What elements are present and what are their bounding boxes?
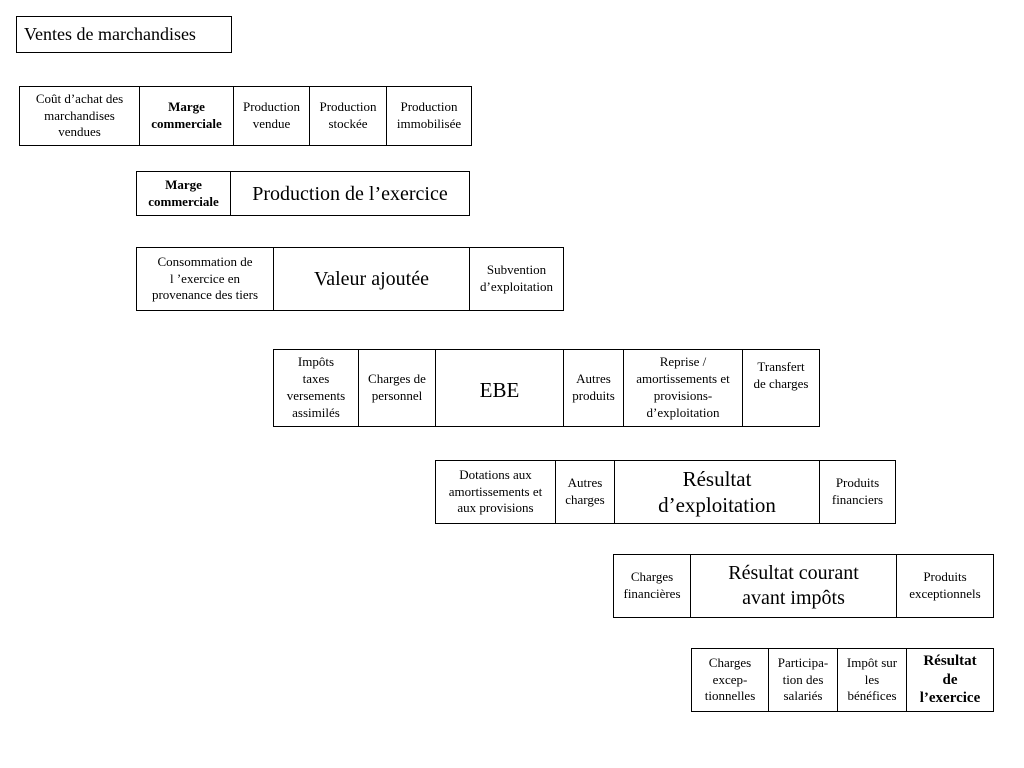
marge-line-1: Marge	[168, 99, 205, 115]
produits-exceptionnels-line-1: Produits	[923, 569, 967, 585]
prod-stockee-line-2: stockée	[328, 116, 368, 131]
impots-line-3: versements	[286, 388, 346, 403]
dotations-line-3: aux provisions	[457, 500, 534, 516]
cout-achat-line-2: marchandises	[44, 107, 115, 123]
prod-vendue-line-2: vendue	[252, 116, 291, 131]
ebe-box: EBE	[435, 349, 564, 427]
produits-exceptionnels-box: Produits exceptionnels	[896, 554, 994, 618]
production-exercice-box: Production de l’exercice	[230, 171, 470, 216]
resultat-exercice-line-1: Résultat	[923, 652, 977, 669]
prod-stockee-line-1: Production	[319, 99, 377, 115]
autres-charges-line-1: Autres	[567, 475, 603, 491]
consommation-box: Consommation de l ’exercice en provenanc…	[136, 247, 274, 311]
impots-line-2: taxes	[302, 371, 330, 387]
consommation-line-1: Consommation de	[157, 253, 253, 269]
marge2-line-1: Marge	[165, 176, 202, 192]
production-vendue-box: Production vendue	[233, 86, 310, 146]
charges-personnel-box: Charges de personnel	[358, 349, 436, 427]
production-exercice-label: Production de l’exercice	[252, 182, 448, 205]
marge-line-2: commerciale	[151, 116, 222, 131]
dotations-line-2: amortissements et	[448, 483, 543, 499]
transfert-charges-box: Transfert de charges	[742, 349, 820, 427]
autres-produits-line-1: Autres	[576, 371, 611, 387]
impot-benefices-line-1: Impôt sur	[846, 654, 898, 670]
produits-exceptionnels-line-2: exceptionnels	[909, 586, 981, 601]
participation-box: Participa- tion des salariés	[768, 648, 838, 712]
produits-financiers-line-2: financiers	[831, 492, 884, 507]
participation-line-3: salariés	[783, 688, 823, 704]
participation-line-2: tion des	[782, 671, 824, 687]
resultat-exploitation-line-2: d’exploitation	[658, 493, 776, 517]
cout-achat-line-3: vendues	[58, 124, 101, 140]
reprise-line-3: provisions-	[653, 388, 713, 403]
resultat-courant-line-1: Résultat courant	[728, 562, 859, 584]
production-immobilisee-box: Production immobilisée	[386, 86, 472, 146]
charges-exceptionnelles-box: Charges excep- tionnelles	[691, 648, 769, 712]
subvention-line-2: d’exploitation	[480, 279, 553, 294]
reprise-line-1: Reprise /	[659, 354, 707, 370]
charges-exc-line-2: excep-	[712, 671, 748, 687]
resultat-exploitation-box: Résultat d’exploitation	[614, 460, 820, 524]
ventes-marchandises-label: Ventes de marchandises	[24, 23, 196, 44]
impots-line-4: assimilés	[292, 404, 340, 420]
charges-exc-line-1: Charges	[708, 654, 752, 670]
autres-charges-box: Autres charges	[555, 460, 615, 524]
dotations-box: Dotations aux amortissements et aux prov…	[435, 460, 556, 524]
transfert-line-2: de charges	[753, 375, 809, 391]
transfert-line-1: Transfert	[757, 359, 805, 374]
prod-immobilisee-line-1: Production	[400, 99, 458, 115]
prod-immobilisee-line-2: immobilisée	[396, 116, 462, 131]
reprise-line-2: amortissements et	[636, 371, 730, 387]
autres-charges-line-2: charges	[565, 492, 605, 507]
produits-financiers-box: Produits financiers	[819, 460, 896, 524]
ventes-marchandises-box: Ventes de marchandises	[16, 16, 232, 53]
charges-financieres-box: Charges financières	[613, 554, 691, 618]
cout-achat-box: Coût d’achat des marchandises vendues	[19, 86, 140, 146]
valeur-ajoutee-label: Valeur ajoutée	[314, 268, 429, 290]
resultat-exploitation-line-1: Résultat	[682, 466, 752, 491]
subvention-line-1: Subvention	[486, 262, 547, 278]
resultat-courant-line-2: avant impôts	[742, 587, 845, 609]
dotations-line-1: Dotations aux	[459, 466, 532, 482]
charges-financieres-line-1: Charges	[630, 569, 674, 585]
prod-vendue-line-1: Production	[242, 99, 301, 115]
resultat-exercice-box: Résultat de l’exercice	[906, 648, 994, 712]
consommation-line-3: provenance des tiers	[151, 287, 259, 303]
consommation-line-2: l ’exercice en	[169, 270, 240, 286]
autres-produits-line-2: produits	[572, 388, 615, 403]
impots-box: Impôts taxes versements assimilés	[273, 349, 359, 427]
valeur-ajoutee-box: Valeur ajoutée	[273, 247, 470, 311]
participation-line-1: Participa-	[777, 654, 829, 670]
charges-personnel-line-1: Charges de	[368, 371, 426, 387]
resultat-exercice-line-2: de	[942, 671, 958, 688]
charges-financieres-line-2: financières	[623, 586, 681, 601]
resultat-courant-box: Résultat courant avant impôts	[690, 554, 897, 618]
cout-achat-line-1: Coût d’achat des	[35, 90, 124, 106]
charges-personnel-line-2: personnel	[371, 388, 423, 403]
impot-benefices-line-2: les	[864, 671, 880, 687]
production-stockee-box: Production stockée	[309, 86, 387, 146]
marge-commerciale-box-2: Marge commerciale	[136, 171, 231, 216]
resultat-exercice-line-3: l’exercice	[919, 690, 981, 707]
impot-benefices-box: Impôt sur les bénéfices	[837, 648, 907, 712]
impot-benefices-line-3: bénéfices	[847, 688, 897, 704]
marge-commerciale-box-1: Marge commerciale	[139, 86, 234, 146]
ebe-label: EBE	[479, 378, 520, 402]
reprise-line-4: d’exploitation	[646, 404, 720, 420]
marge2-line-2: commerciale	[148, 193, 219, 209]
charges-exc-line-3: tionnelles	[704, 688, 756, 704]
reprise-box: Reprise / amortissements et provisions- …	[623, 349, 743, 427]
impots-line-1: Impôts	[297, 354, 335, 370]
subvention-box: Subvention d’exploitation	[469, 247, 564, 311]
autres-produits-box: Autres produits	[563, 349, 624, 427]
produits-financiers-line-1: Produits	[835, 475, 880, 491]
